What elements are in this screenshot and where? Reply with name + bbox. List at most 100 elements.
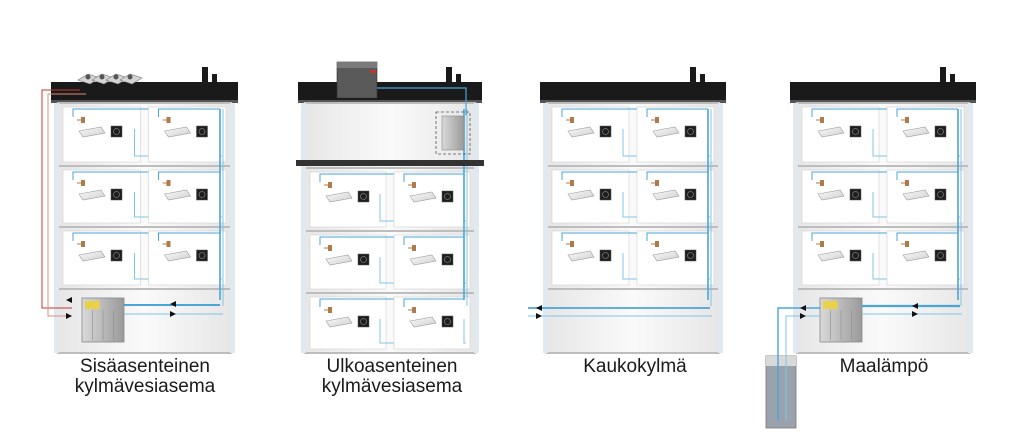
wall-strip bbox=[301, 103, 306, 353]
distribution-pipe bbox=[896, 171, 958, 180]
chiller-label-panel bbox=[85, 301, 100, 309]
return-pipe bbox=[463, 319, 466, 344]
flow-arrow-icon bbox=[170, 301, 176, 307]
fan-coil-unit bbox=[163, 126, 192, 138]
flow-arrow-icon bbox=[800, 313, 806, 319]
thermostat-dial bbox=[360, 318, 367, 325]
fan-coil-unit bbox=[409, 191, 437, 203]
chimney bbox=[212, 74, 217, 82]
thermostat-dial bbox=[198, 252, 206, 259]
thermostat-icon bbox=[196, 188, 208, 201]
roof-edge bbox=[51, 100, 238, 103]
label-indoor-chiller-station: Sisäasenteinen kylmävesiasema bbox=[74, 356, 216, 397]
fan-coil-unit bbox=[325, 316, 353, 328]
room bbox=[148, 230, 227, 286]
borehole-return-pipe bbox=[785, 315, 820, 420]
thermostat-dial bbox=[113, 128, 120, 135]
fan-coil-unit bbox=[652, 126, 680, 138]
flow-arrow-icon bbox=[912, 303, 918, 309]
thermostat-dial bbox=[937, 128, 944, 135]
thermostat-icon bbox=[357, 253, 370, 266]
thermostat-dial bbox=[444, 193, 451, 200]
room bbox=[148, 106, 227, 163]
thermostat-icon bbox=[684, 249, 697, 262]
flow-arrow-icon bbox=[536, 313, 542, 319]
roof-edge bbox=[790, 100, 976, 103]
fan-coil-unit bbox=[902, 126, 930, 138]
rooftop-supply-pipe bbox=[377, 87, 467, 115]
roof bbox=[540, 82, 726, 100]
thermostat-icon bbox=[441, 253, 454, 266]
thermostat-icon bbox=[849, 125, 862, 138]
fan-coil-unit bbox=[567, 189, 595, 201]
fan-coil-unit bbox=[567, 250, 595, 262]
thermostat-icon bbox=[110, 188, 123, 201]
wall-strip bbox=[230, 103, 235, 353]
thermostat-dial bbox=[937, 252, 944, 259]
thermostat-dial bbox=[852, 128, 859, 135]
wall-strip bbox=[474, 103, 479, 353]
machine-room-outline bbox=[435, 111, 471, 155]
thermostat-icon bbox=[684, 188, 697, 201]
roof bbox=[790, 82, 976, 100]
roof bbox=[51, 82, 238, 100]
room bbox=[551, 230, 630, 286]
wall-strip bbox=[793, 103, 798, 353]
fan-coil-unit bbox=[817, 189, 845, 201]
building-geothermal bbox=[765, 67, 976, 429]
thermostat-icon bbox=[599, 249, 612, 262]
thermostat-icon bbox=[934, 188, 947, 201]
fan-coil-unit bbox=[409, 254, 437, 266]
thermostat-icon bbox=[441, 315, 454, 328]
flow-arrow-icon bbox=[800, 305, 806, 311]
flow-arrow-icon bbox=[912, 311, 918, 317]
room bbox=[62, 106, 141, 163]
flow-arrow-icon bbox=[66, 297, 72, 303]
fan-coil-unit bbox=[652, 250, 680, 262]
thermostat-icon bbox=[599, 125, 612, 138]
fan-coil-unit bbox=[325, 191, 353, 203]
thermostat-dial bbox=[360, 193, 367, 200]
distribution-pipe bbox=[403, 173, 464, 182]
thermostat-dial bbox=[602, 252, 609, 259]
heat-exchanger-unit bbox=[441, 115, 465, 151]
distribution-pipe bbox=[646, 171, 708, 180]
chiller-brand-mark bbox=[370, 70, 376, 73]
chimney bbox=[202, 67, 208, 82]
fan-coil-unit bbox=[325, 254, 353, 266]
room bbox=[309, 171, 387, 228]
fan-coil-unit bbox=[78, 189, 106, 201]
chimney bbox=[446, 67, 452, 82]
thermostat-dial bbox=[444, 256, 451, 263]
condenser-pipe-red bbox=[41, 89, 80, 309]
building-outdoor-chiller bbox=[296, 61, 484, 354]
wall-strip bbox=[718, 103, 723, 353]
room bbox=[801, 230, 880, 286]
room bbox=[636, 106, 715, 163]
condenser-fan-icon bbox=[99, 74, 105, 80]
condenser-fan-icon bbox=[113, 74, 119, 80]
thermostat-icon bbox=[934, 125, 947, 138]
room bbox=[636, 230, 715, 286]
fan-coil-unit bbox=[902, 250, 930, 262]
distribution-pipe bbox=[896, 232, 958, 241]
condenser-pipe-red-return bbox=[47, 93, 86, 317]
thermostat-dial bbox=[852, 191, 859, 198]
room bbox=[551, 106, 630, 163]
room bbox=[886, 106, 965, 163]
wall-strip bbox=[968, 103, 973, 353]
thermostat-icon bbox=[357, 190, 370, 203]
room bbox=[886, 230, 965, 286]
thermostat-icon bbox=[934, 249, 947, 262]
thermostat-dial bbox=[113, 191, 120, 198]
borehole-well bbox=[765, 355, 797, 429]
thermostat-dial bbox=[602, 191, 609, 198]
wall-strip bbox=[543, 103, 548, 353]
roof-edge bbox=[540, 100, 726, 103]
wall-strip bbox=[54, 103, 59, 353]
thermostat-icon bbox=[357, 315, 370, 328]
fan-coil-unit bbox=[163, 250, 192, 262]
chimney bbox=[940, 67, 946, 82]
thermostat-dial bbox=[937, 191, 944, 198]
